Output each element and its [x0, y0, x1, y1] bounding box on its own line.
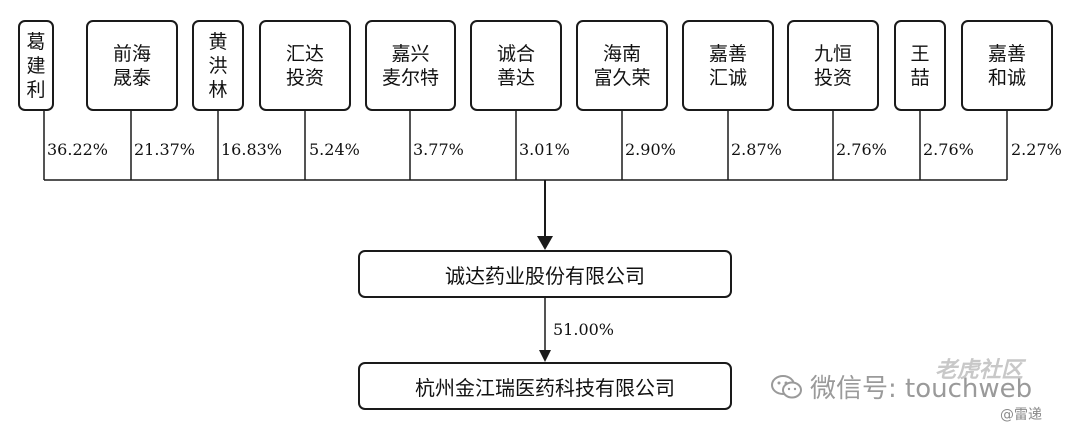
shareholder-name: 前海 晟泰 — [112, 42, 151, 89]
shareholder-name: 诚合 善达 — [496, 42, 535, 89]
shareholding-percent: 3.77% — [413, 140, 464, 159]
shareholder-box: 海南 富久荣 — [576, 20, 668, 111]
shareholder-name: 黄 洪 林 — [208, 30, 228, 101]
shareholder-box: 嘉善 和诚 — [961, 20, 1053, 111]
parent-company-box: 诚达药业股份有限公司 — [358, 250, 732, 298]
shareholder-name: 葛 建 利 — [26, 30, 46, 101]
shareholder-box: 九恒 投资 — [787, 20, 879, 111]
shareholding-percent: 2.90% — [625, 140, 676, 159]
wechat-icon — [771, 374, 802, 398]
shareholder-name: 嘉善 和诚 — [987, 42, 1026, 89]
shareholder-name: 九恒 投资 — [813, 42, 852, 89]
wechat-watermark: 微信号: touchweb — [770, 368, 1032, 405]
shareholding-percent: 36.22% — [47, 140, 109, 159]
shareholder-box: 嘉善 汇诚 — [682, 20, 774, 111]
shareholder-name: 嘉善 汇诚 — [708, 42, 747, 89]
shareholding-percent: 2.76% — [836, 140, 887, 159]
arrowhead — [537, 236, 553, 250]
shareholding-percent: 5.24% — [309, 140, 360, 159]
shareholding-percent: 3.01% — [519, 140, 570, 159]
subsidiary-name: 杭州金江瑞医药科技有限公司 — [415, 375, 675, 400]
shareholding-percent: 16.83% — [221, 140, 283, 159]
parent-company-name: 诚达药业股份有限公司 — [445, 263, 645, 288]
shareholder-box: 黄 洪 林 — [192, 20, 244, 111]
shareholder-box: 嘉兴 麦尔特 — [365, 20, 456, 111]
arrowhead-2 — [539, 350, 551, 362]
wechat-id-text: 微信号: touchweb — [810, 374, 1033, 404]
subsidiary-percent: 51.00% — [553, 320, 615, 339]
shareholder-box: 葛 建 利 — [18, 20, 54, 111]
shareholding-percent: 2.76% — [923, 140, 974, 159]
shareholder-box: 王 喆 — [894, 20, 946, 111]
shareholding-percent: 21.37% — [134, 140, 196, 159]
shareholder-box: 前海 晟泰 — [86, 20, 178, 111]
author-watermark: @雷递 — [1000, 407, 1042, 423]
shareholder-box: 诚合 善达 — [470, 20, 562, 111]
shareholder-name: 海南 富久荣 — [593, 42, 651, 89]
site-watermark: 老虎社区 — [935, 358, 1024, 383]
shareholding-percent: 2.27% — [1011, 140, 1062, 159]
shareholding-percent: 2.87% — [731, 140, 782, 159]
subsidiary-box: 杭州金江瑞医药科技有限公司 — [358, 362, 732, 410]
shareholder-name: 汇达 投资 — [285, 42, 324, 89]
shareholder-name: 王 喆 — [910, 42, 930, 89]
shareholder-name: 嘉兴 麦尔特 — [381, 42, 439, 89]
shareholder-box: 汇达 投资 — [259, 20, 351, 111]
